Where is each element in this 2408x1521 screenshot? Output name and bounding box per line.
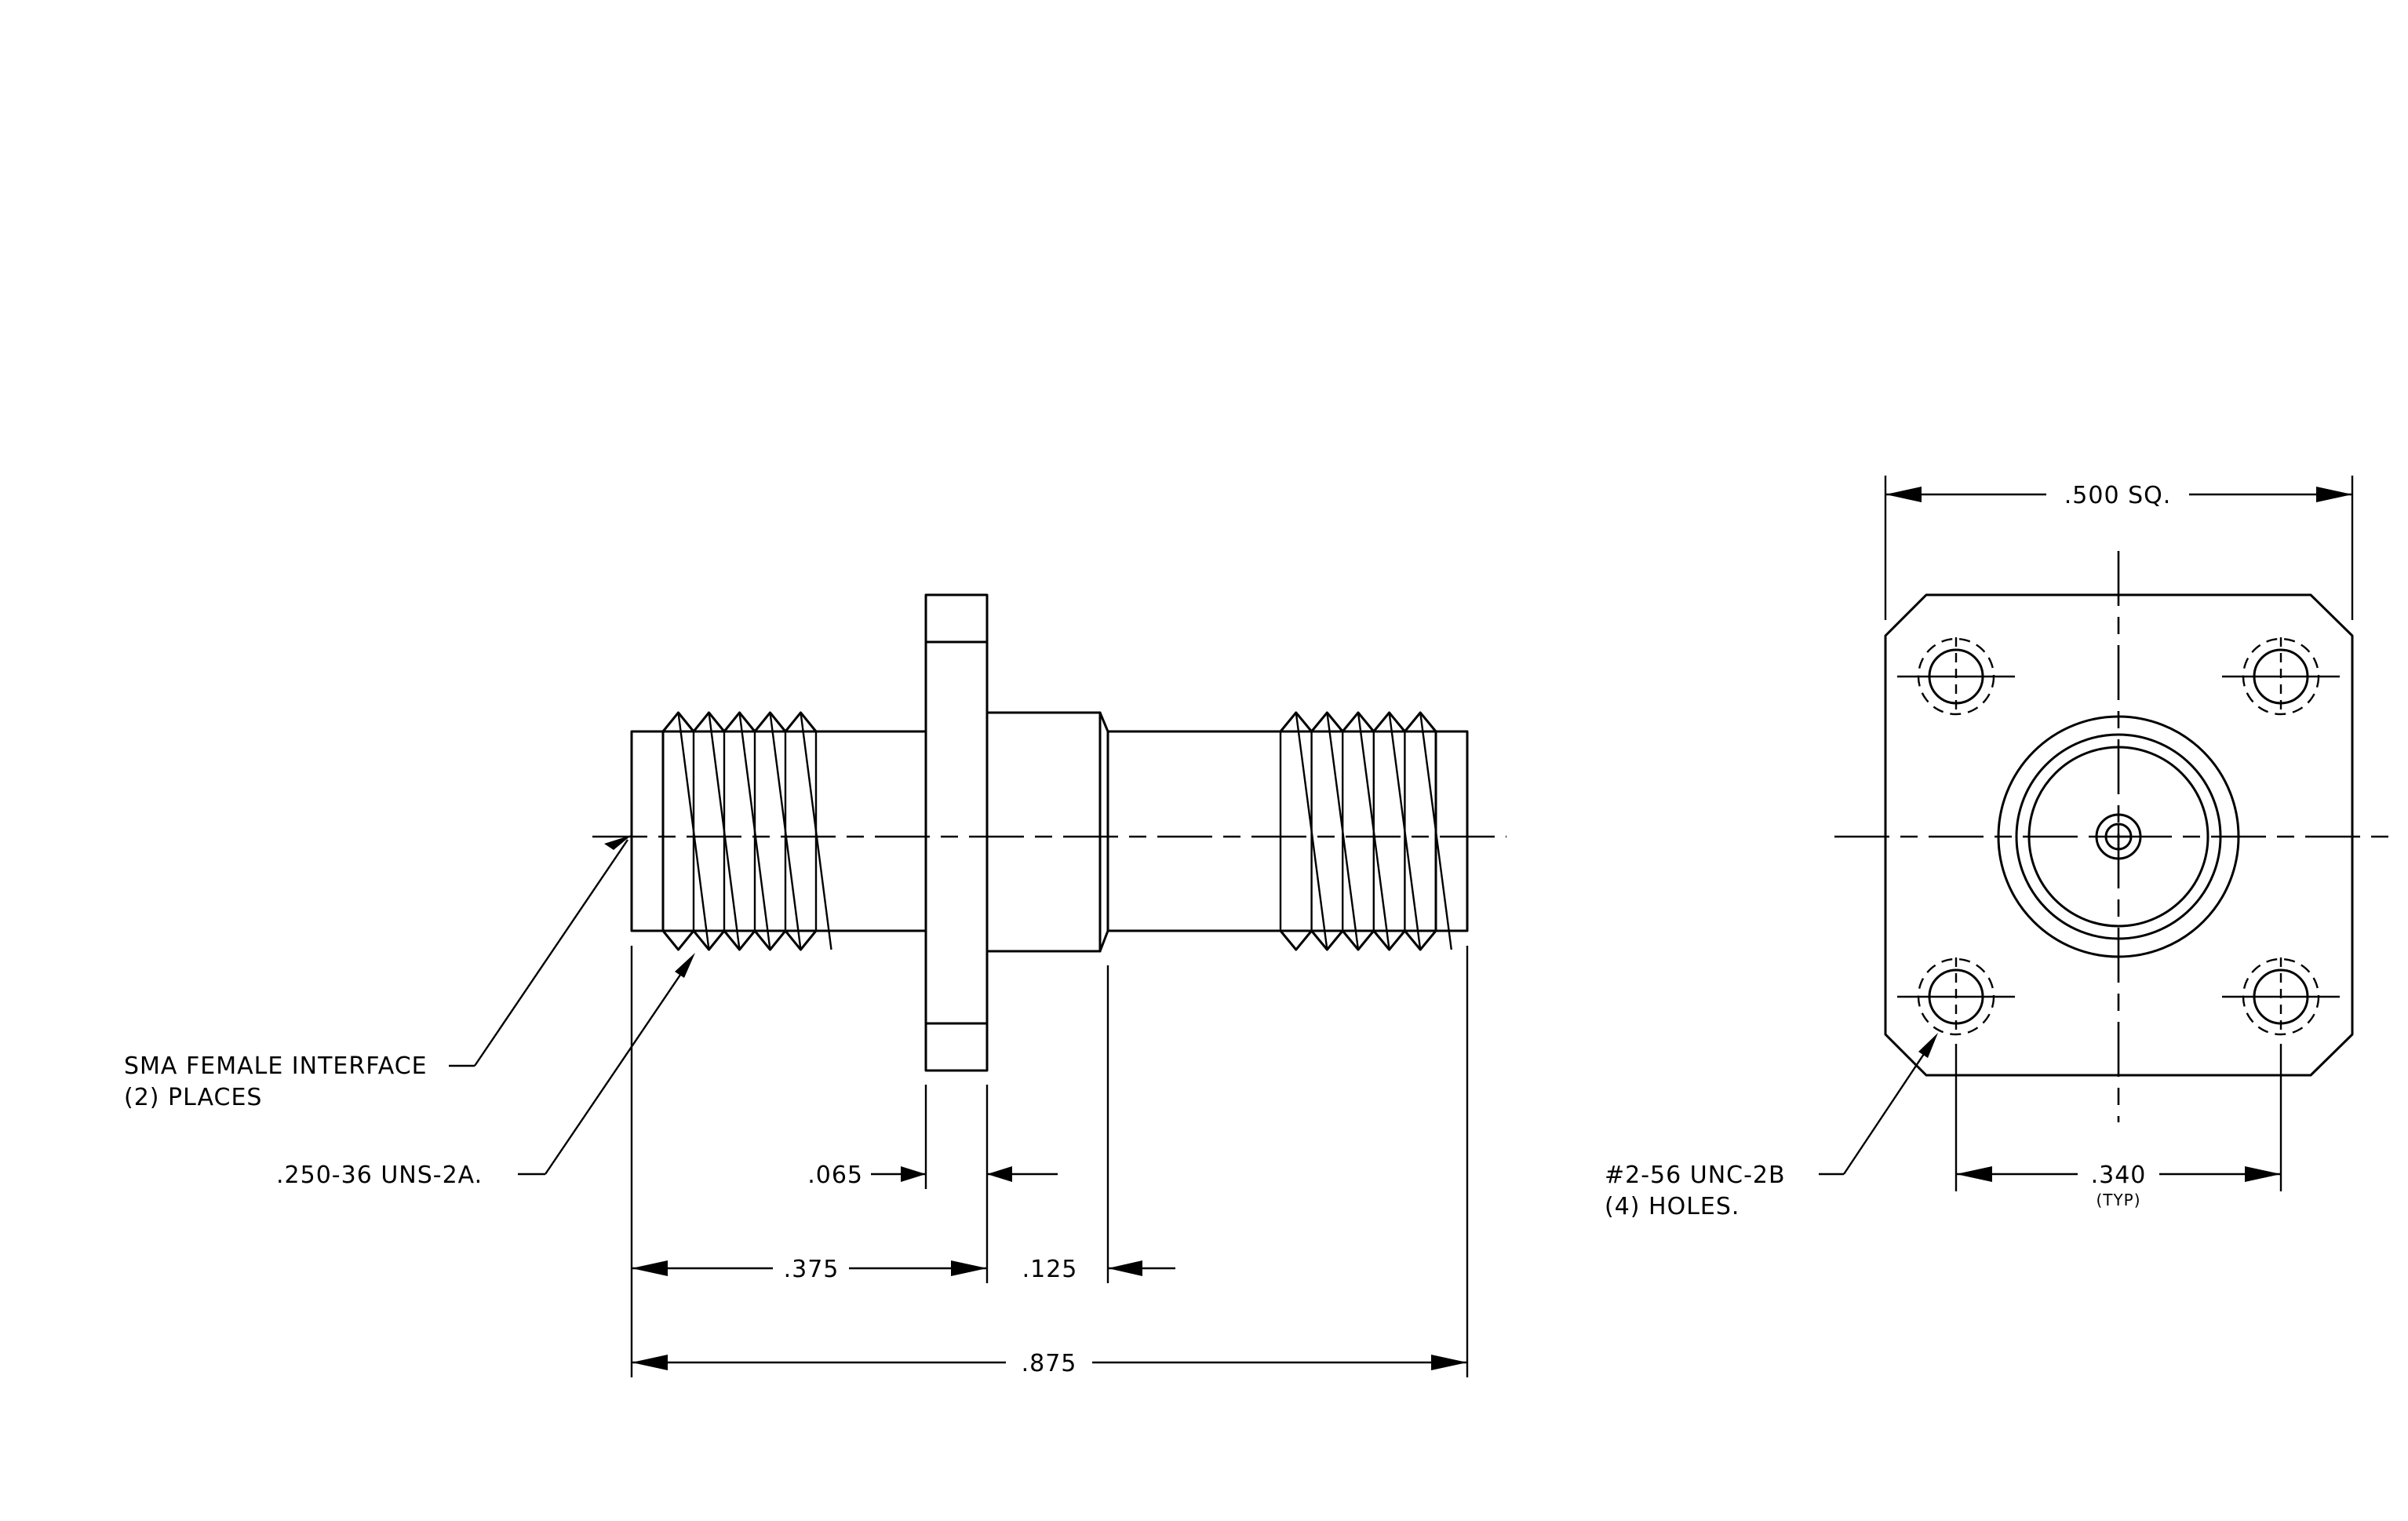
right-thread [1279,711,1452,951]
callout-sma-interface-line2: (2) PLACES [124,1084,262,1111]
dim-square: .500 SQ. [1884,476,2354,620]
dim-overall: .875 [632,1350,1467,1377]
right-body [1106,730,1282,932]
callout-thread: .250-36 UNS-2A. [276,953,695,1189]
center-pin-outer [2095,813,2142,860]
dim-step-length-label: .125 [1022,1256,1078,1283]
dim-hole-spacing-label: .340 [2091,1162,2147,1189]
dim-step-length: .125 [1022,1256,1175,1283]
flange [924,593,989,1072]
callout-sma-interface: SMA FEMALE INTERFACE (2) PLACES [124,835,632,1111]
mounting-hole-top-left [1897,637,2015,716]
side-view: .065 .375 .125 .875 S [124,593,1506,1377]
square-flange-outline [1884,593,2354,1077]
mounting-hole-top-right [2222,637,2340,716]
dim-flange-thickness: .065 [807,1162,1058,1189]
left-body [814,730,927,932]
callout-holes-line1: #2-56 UNC-2B [1605,1162,1786,1189]
dim-overall-label: .875 [1022,1350,1077,1377]
side-extension-lines [630,946,1469,1377]
mounting-hole-bottom-right [2222,957,2340,1036]
central-interface [1997,715,2240,958]
dim-flange-thickness-label: .065 [807,1162,863,1189]
end-view: .500 SQ. .340 (TYP) #2-56 UNC-2B (4) HOL… [1605,476,2399,1220]
callout-sma-interface-line1: SMA FEMALE INTERFACE [124,1052,428,1080]
dim-square-label: .500 SQ. [2064,482,2172,509]
right-end-cap [1434,730,1469,932]
step-section [985,711,1109,953]
mounting-hole-bottom-left [1897,957,2015,1036]
dim-left-length-label: .375 [784,1256,840,1283]
left-thread [661,711,832,951]
dim-hole-spacing: .340 (TYP) [1954,1044,2282,1209]
callout-holes: #2-56 UNC-2B (4) HOLES. [1605,1033,1938,1220]
callout-thread-label: .250-36 UNS-2A. [276,1162,483,1189]
dim-hole-spacing-note: (TYP) [2096,1191,2140,1209]
left-end-cap [630,730,665,932]
dim-left-length: .375 [632,1256,987,1283]
callout-holes-line2: (4) HOLES. [1605,1193,1740,1220]
